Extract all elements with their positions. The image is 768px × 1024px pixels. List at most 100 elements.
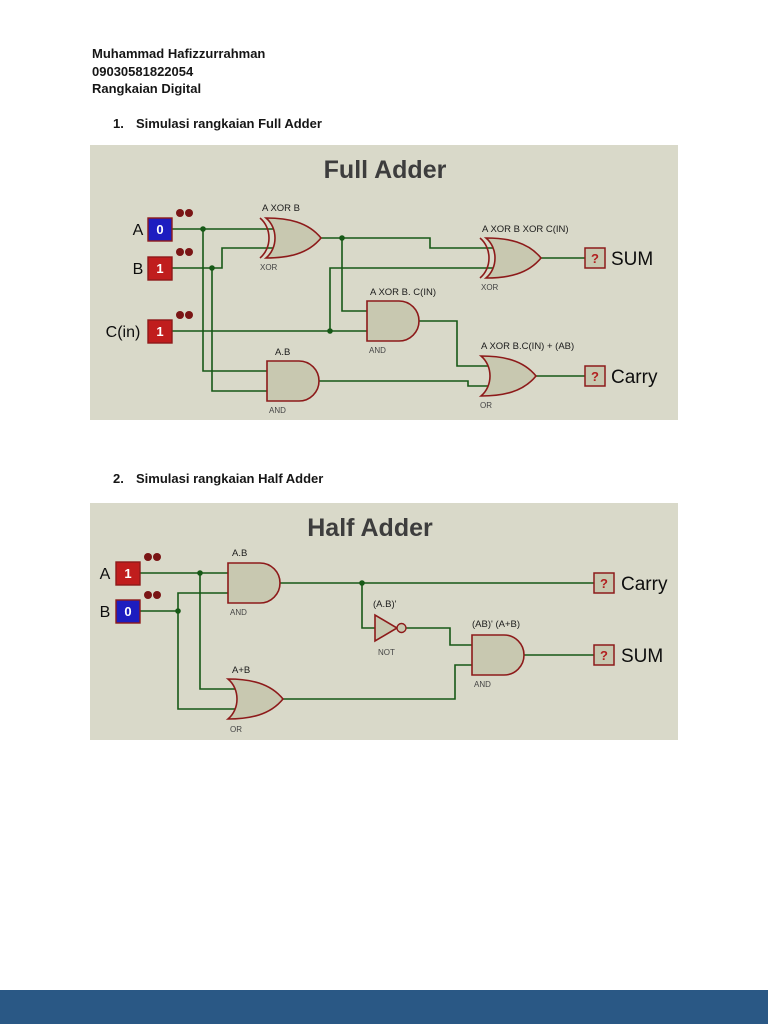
section-title: Simulasi rangkaian Half Adder [136,471,324,486]
input-a: A 0 [133,209,193,242]
wire [319,380,491,387]
wire-junction [197,570,203,576]
or-gate-icon [478,355,538,397]
wire [321,237,495,249]
xor-gate-icon [483,237,543,279]
gate-label: A.B [232,548,247,559]
toggle-dot-icon [144,553,152,561]
and-gate-1: A XOR B. C(IN) AND [366,287,436,355]
gate-type: XOR [481,283,499,292]
gate-type: NOT [378,648,395,657]
xor-gate-2: A XOR B XOR C(IN) XOR [479,224,569,292]
logic-state-value: 1 [156,261,163,276]
doc-header: Muhammad Hafizzurrahman 09030581822054 R… [92,45,265,98]
gate-type: AND [230,608,247,617]
wire-junction [200,226,206,232]
output-sum: ? SUM [593,644,663,667]
gate-type: XOR [260,263,278,272]
and-gate-icon [227,562,281,604]
circuit-title: Half Adder [307,514,433,542]
gate-type: AND [474,680,491,689]
output-label: SUM [621,646,663,667]
and-gate-2: (AB)' (A+B) AND [471,619,525,689]
xor-gate-icon [259,217,270,259]
xor-gate-icon [479,237,490,279]
output-carry: ? Carry [584,365,658,388]
gate-label: (AB)' (A+B) [472,619,520,630]
toggle-dot-icon [185,209,193,217]
gate-type: OR [230,725,242,734]
gate-label: A XOR B. C(IN) [370,287,436,298]
wire [419,320,491,367]
wire [341,238,369,312]
wire [177,611,237,710]
section-heading-2: 2.Simulasi rangkaian Half Adder [113,471,323,486]
wire [202,229,269,372]
footer-bar [0,990,768,1024]
toggle-dot-icon [153,553,161,561]
course-title: Rangkaian Digital [92,81,202,96]
wire [361,583,377,629]
wire [172,247,275,269]
wire [283,664,474,700]
output-label: Carry [611,367,658,388]
wire [406,627,474,646]
and-gate-icon [366,300,420,342]
half-adder-panel: Half Adder A 1 [90,503,678,740]
and-gate-icon [266,360,320,402]
circuit-title: Full Adder [324,156,447,184]
logic-state-box [147,256,173,281]
not-gate-1: (A.B)' NOT [373,599,407,657]
and-gate-1: A.B AND [227,548,281,617]
wire [199,573,237,690]
logic-state-value: 1 [156,324,163,339]
input-a: A 1 [100,553,161,586]
or-gate-icon [225,678,285,720]
not-gate-icon [374,613,399,643]
probe-box [584,247,606,269]
gate-label: (A.B)' [373,599,397,610]
xor-gate-1: A XOR B XOR [259,203,323,272]
logic-state-value: 1 [124,566,131,581]
gate-type: AND [369,346,386,355]
wire [329,267,495,331]
toggle-dot-icon [185,311,193,319]
toggle-dot-icon [176,209,184,217]
inverter-bubble-icon [396,622,407,634]
section-number: 1. [113,116,124,131]
input-label: C(in) [106,324,141,341]
output-label: SUM [611,249,653,270]
full-adder-circuit: Full Adder A [106,156,658,415]
and-gate-2: A.B AND [266,347,320,415]
logic-state-value: 0 [156,222,163,237]
wire-junction [359,580,365,586]
input-label: B [133,261,144,278]
and-gate-icon [471,634,525,676]
section-heading-1: 1.Simulasi rangkaian Full Adder [113,116,322,131]
probe-box [593,644,615,666]
input-cin: C(in) 1 [106,311,193,344]
input-b: B 0 [100,591,161,624]
probe-box [593,572,615,594]
output-sum: ? SUM [584,247,653,270]
gate-label: A.B [275,347,290,358]
wire-junction [209,265,215,271]
half-adder-circuit: Half Adder A 1 [100,514,668,734]
probe-value: ? [591,251,599,266]
toggle-dot-icon [176,248,184,256]
author-name: Muhammad Hafizzurrahman [92,46,266,61]
probe-value: ? [600,648,608,663]
output-label: Carry [621,574,668,595]
wire [211,268,269,392]
input-b: B 1 [133,248,193,281]
or-gate-1: A XOR B.C(IN) + (AB) OR [478,341,574,410]
toggle-dot-icon [176,311,184,319]
wire [177,592,230,611]
toggle-dot-icon [185,248,193,256]
logic-state-box [147,319,173,344]
wires [140,570,594,710]
logic-state-box [147,217,173,242]
gate-label: A XOR B.C(IN) + (AB) [481,341,574,352]
logic-state-value: 0 [124,604,131,619]
